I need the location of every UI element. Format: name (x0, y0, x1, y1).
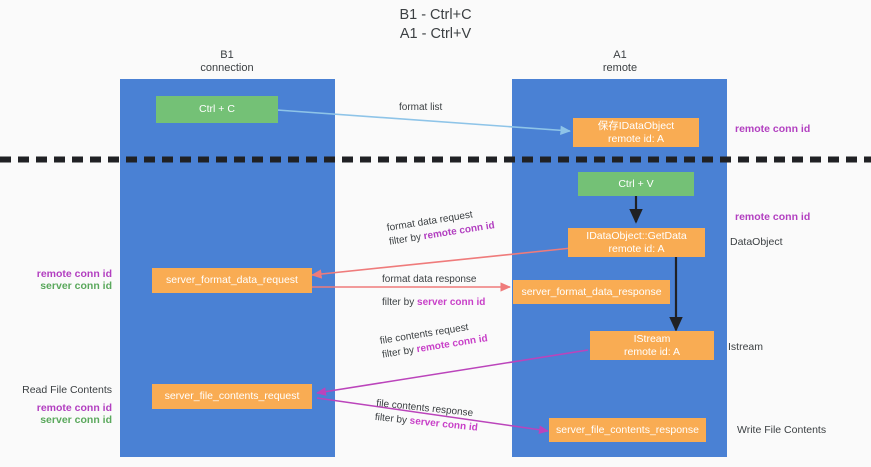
annotation-left-remote-conn-id-bottom: remote conn id (36, 402, 112, 414)
node-server-file-contents-response[interactable]: server_file_contents_response (549, 418, 706, 442)
arrow-format-data-request (311, 247, 573, 279)
edge-label-format-data-response: format data response filter by server co… (382, 273, 485, 310)
node-idataobject-getdata-line2: remote id: A (608, 242, 665, 255)
annotation-left-server-conn-id-mid: server conn id (40, 280, 112, 292)
node-istream-line1: IStream (633, 332, 671, 345)
node-server-file-contents-request-label: server_file_contents_request (164, 390, 300, 402)
column-header-b1: B1 connection (147, 49, 307, 75)
annotation-right-remote-conn-id-top: remote conn id (735, 123, 811, 135)
annotation-left-remote-conn-id-mid: remote conn id (36, 268, 112, 280)
node-ctrl-v[interactable]: Ctrl + V (578, 172, 694, 196)
title-line-1: B1 - Ctrl+C (399, 7, 472, 23)
title-line-2: A1 - Ctrl+V (399, 26, 472, 42)
node-ctrl-v-label: Ctrl + V (618, 177, 654, 190)
node-istream-line2: remote id: A (623, 345, 681, 358)
arrow-file-contents-response (316, 397, 549, 435)
node-server-format-data-response-label: server_format_data_response (521, 285, 662, 298)
node-server-file-contents-request[interactable]: server_file_contents_request (152, 384, 312, 409)
annotation-left-read-file-contents: Read File Contents (22, 384, 112, 396)
node-istream[interactable]: IStream remote id: A (590, 331, 714, 360)
node-server-format-data-request[interactable]: server_format_data_request (152, 268, 312, 293)
filter-key-server-conn-id: server conn id (417, 297, 486, 308)
column-header-a1: A1 remote (540, 49, 700, 75)
node-save-dataobject-line2: remote id: A (607, 132, 665, 145)
column-header-b1-name: B1 (220, 49, 234, 61)
node-idataobject-getdata-line1: IDataObject::GetData (586, 229, 687, 242)
node-server-format-data-response[interactable]: server_format_data_response (513, 280, 670, 304)
diagram-title: B1 - Ctrl+C A1 - Ctrl+V (0, 6, 871, 44)
edge-label-format-data-response-line2: filter by server conn id (382, 297, 486, 308)
node-ctrl-c-label: Ctrl + C (199, 103, 235, 115)
annotation-left-server-conn-id-bottom: server conn id (40, 414, 112, 426)
column-header-a1-name: A1 (613, 49, 627, 61)
edge-label-format-list: format list (399, 102, 443, 113)
annotation-right-remote-conn-id-mid: remote conn id (735, 211, 811, 223)
node-idataobject-getdata[interactable]: IDataObject::GetData remote id: A (568, 228, 705, 257)
node-save-dataobject[interactable]: 保存IDataObject remote id: A (573, 118, 699, 147)
node-ctrl-c[interactable]: Ctrl + C (156, 96, 278, 123)
annotation-right-istream: Istream (728, 341, 764, 353)
node-server-format-data-request-label: server_format_data_request (166, 274, 298, 286)
node-server-file-contents-response-label: server_file_contents_response (555, 423, 699, 436)
arrow-format-list (276, 109, 571, 135)
arrow-file-contents-request (316, 349, 589, 396)
annotation-right-write-file-contents: Write File Contents (737, 424, 827, 436)
column-header-a1-sub: remote (602, 62, 638, 74)
column-header-b1-sub: connection (200, 62, 254, 74)
edge-label-format-data-response-line1: format data response (382, 274, 477, 285)
annotation-right-dataobject: DataObject (730, 236, 783, 248)
node-save-dataobject-line1: 保存IDataObject (597, 119, 675, 132)
